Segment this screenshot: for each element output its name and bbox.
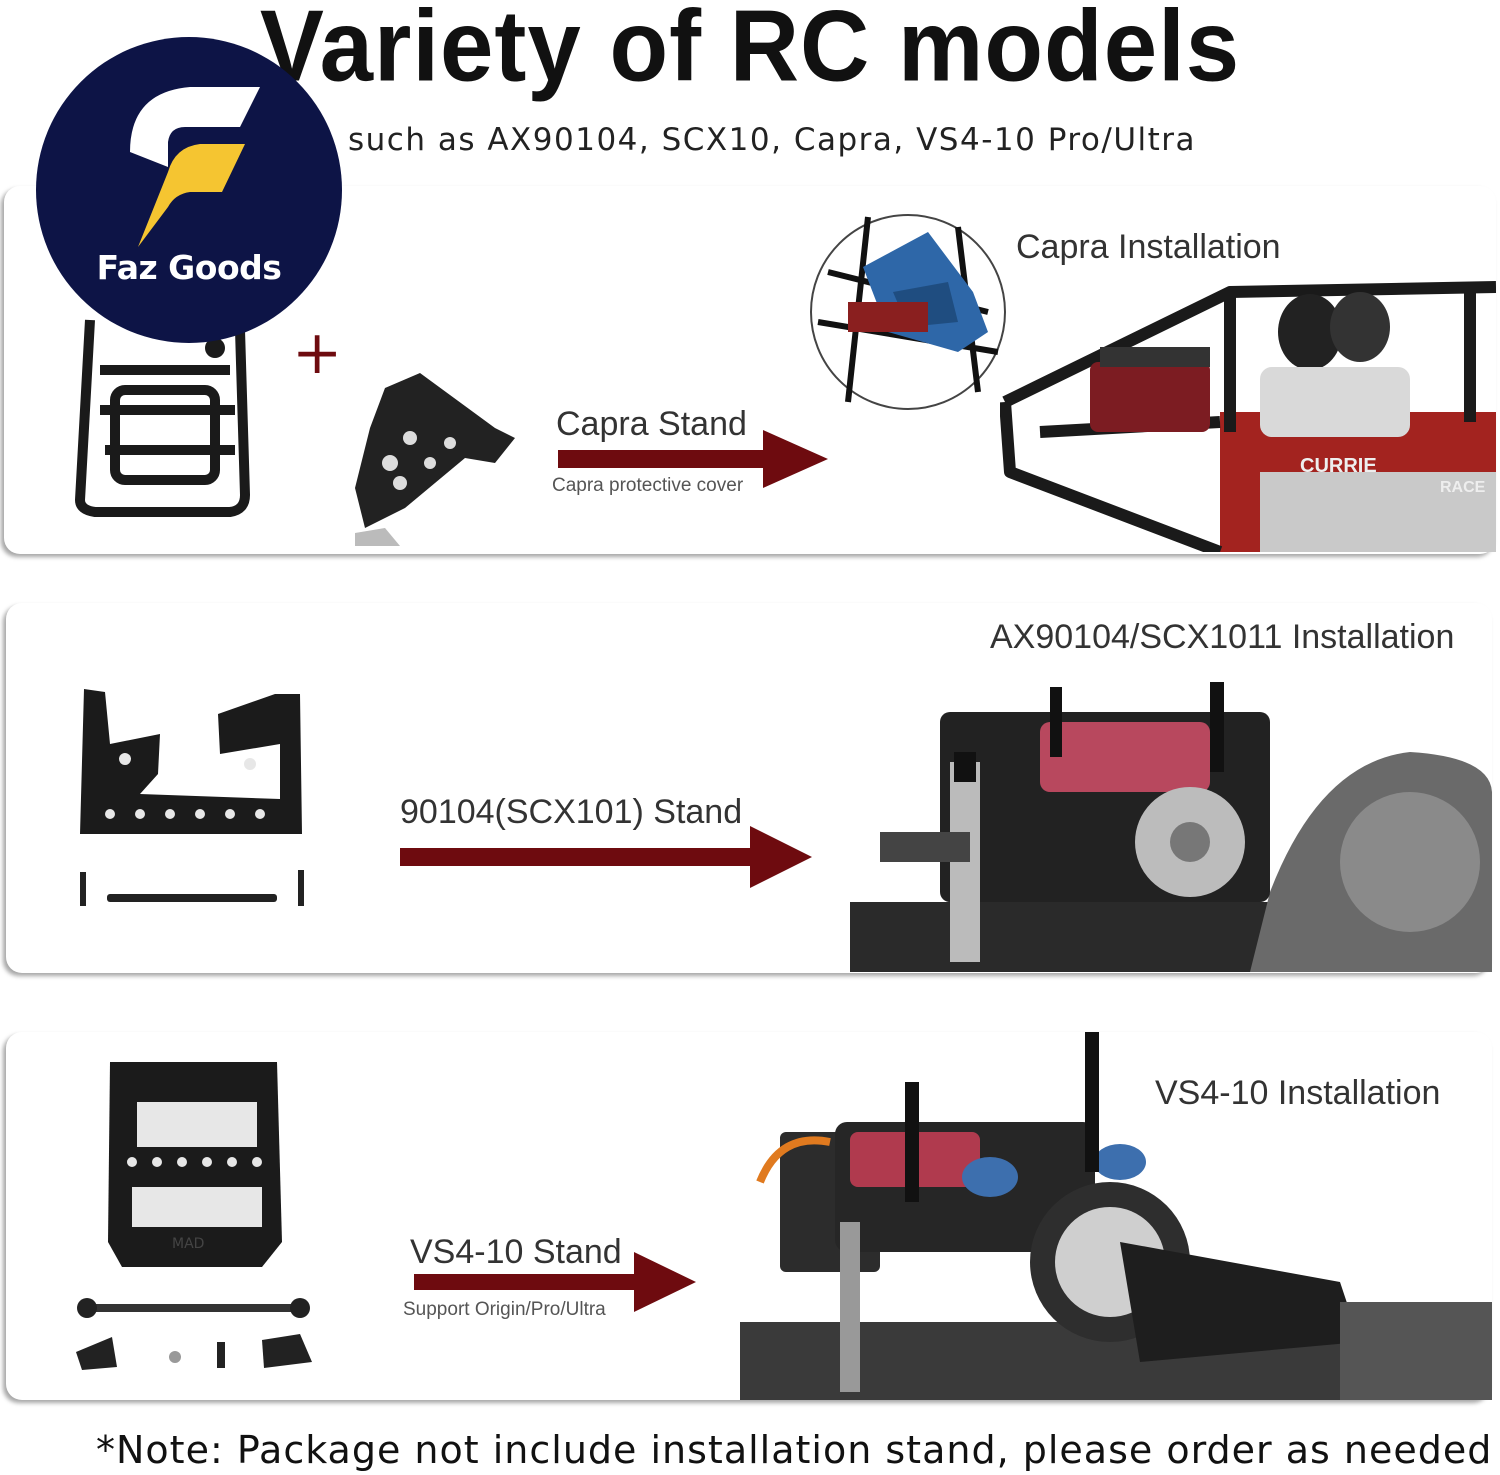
plus-sign: +: [292, 318, 343, 388]
vs4-10-support-label: Support Origin/Pro/Ultra: [403, 1299, 606, 1320]
capra-installed-vehicle-image: CURRIE RACE: [1000, 281, 1496, 552]
brand-logo-text: Faz Goods: [96, 248, 282, 287]
capra-installation-label: Capra Installation: [1016, 228, 1281, 266]
svg-text:MAD: MAD: [172, 1236, 204, 1252]
svg-text:RACE: RACE: [1440, 479, 1486, 496]
brand-logo-f-icon: [130, 87, 260, 247]
90104-stand-label: 90104(SCX101) Stand: [400, 793, 743, 831]
footer-note: *Note: Package not include installation …: [96, 1428, 1493, 1472]
vs4-10-installed-chassis-image: [740, 1032, 1492, 1400]
capra-cover-inset-image: [810, 214, 1006, 410]
capra-protective-cover-image: [355, 373, 515, 546]
page-subtitle: such as AX90104, SCX10, Capra, VS4-10 Pr…: [348, 122, 1197, 158]
capra-stand-label: Capra Stand: [556, 405, 747, 443]
capra-stand-frame-image: [75, 319, 250, 517]
capra-arrow-icon: [558, 430, 828, 488]
90104-stand-part-image: [80, 689, 304, 906]
90104-arrow-icon: [400, 826, 812, 888]
page-title: Variety of RC models: [259, 0, 1241, 103]
svg-text:CURRIE: CURRIE: [1300, 455, 1377, 477]
90104-installed-chassis-image: [850, 682, 1492, 972]
90104-installation-label: AX90104/SCX1011 Installation: [990, 618, 1455, 656]
vs4-10-stand-label: VS4-10 Stand: [410, 1233, 622, 1271]
capra-protective-cover-label: Capra protective cover: [552, 475, 744, 496]
vs4-10-stand-part-image: MAD: [76, 1062, 312, 1370]
vs4-10-arrow-icon: [414, 1252, 696, 1312]
vs4-10-installation-label: VS4-10 Installation: [1155, 1074, 1441, 1112]
